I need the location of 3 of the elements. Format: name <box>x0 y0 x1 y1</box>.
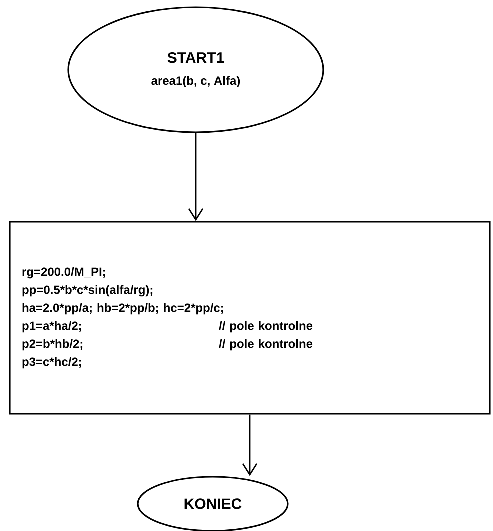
arrow <box>242 414 258 476</box>
arrow <box>188 133 204 222</box>
process-box: rg=200.0/M_PI; pp=0.5*b*c*sin(alfa/rg); ha=2.0*pp/a; hb=2*pp/b; hc=2*pp/c; p1=a*ha/2; // pole kontrolne p2=b*hb/2; // pole kontrolne p3=c*hc/2; <box>9 221 491 415</box>
